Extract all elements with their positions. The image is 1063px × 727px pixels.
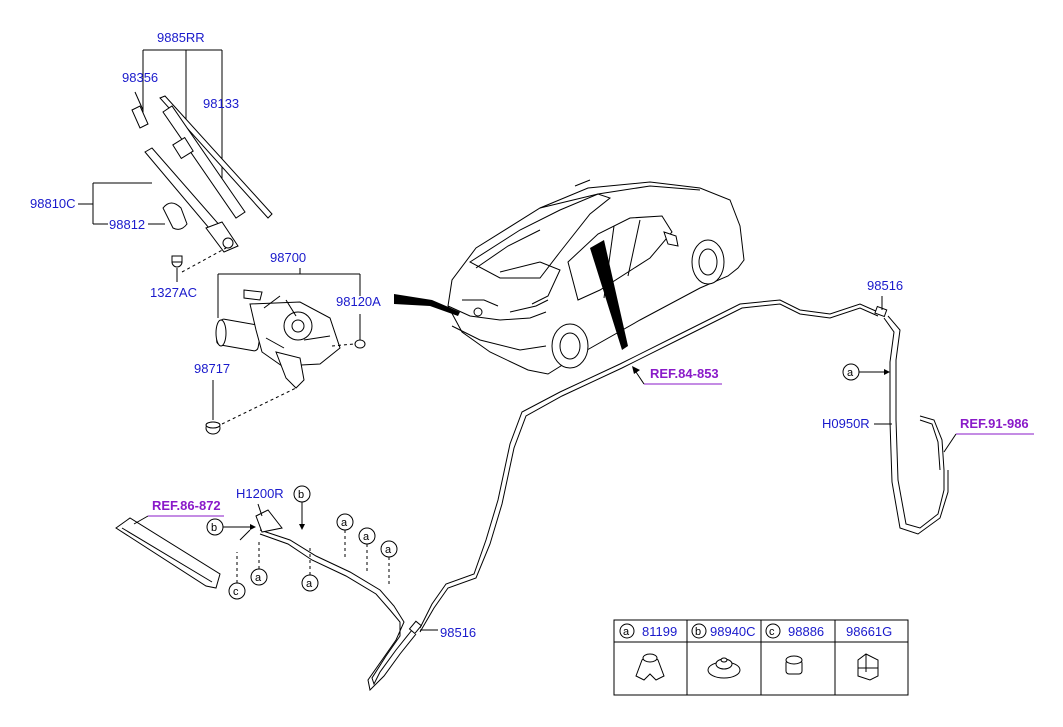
wiper-arm-cap[interactable]	[162, 202, 188, 230]
label-98812[interactable]: 98812	[109, 217, 145, 232]
label-98133[interactable]: 98133	[203, 96, 239, 111]
svg-text:a: a	[385, 544, 392, 556]
grommet[interactable]	[354, 339, 366, 349]
legend-symbol-b: b	[695, 626, 701, 638]
pointer-arrow-motor	[394, 294, 460, 316]
svg-text:b: b	[211, 522, 217, 534]
wiper-blade-refill[interactable]	[159, 95, 273, 219]
clip-81199-icon	[635, 653, 665, 681]
label-98810C[interactable]: 98810C	[30, 196, 76, 211]
svg-text:a: a	[363, 531, 370, 543]
label-9885RR[interactable]: 9885RR	[157, 30, 205, 45]
wiper-arm-group: 9885RR 98356 98133 98810C 98812 1327A	[30, 30, 273, 300]
blade-clip[interactable]	[131, 105, 149, 129]
legend-symbol-a: a	[623, 626, 630, 638]
svg-text:a: a	[847, 367, 854, 379]
ref-91-986[interactable]: REF.91-986	[960, 416, 1029, 431]
grommet-98940C-icon	[707, 657, 741, 679]
wiper-blade[interactable]	[162, 105, 246, 219]
wiper-motor-group: 98700 98120A 98717	[194, 250, 381, 435]
legend-part-98661G[interactable]: 98661G	[846, 624, 892, 639]
bushing-98886-icon	[785, 655, 803, 675]
svg-text:a: a	[306, 578, 313, 590]
label-98717[interactable]: 98717	[194, 361, 230, 376]
label-98356[interactable]: 98356	[122, 70, 158, 85]
label-H0950R[interactable]: H0950R	[822, 416, 870, 431]
label-98516-bottom[interactable]: 98516	[440, 625, 476, 640]
clip-98661G-icon	[857, 653, 879, 681]
label-98700[interactable]: 98700	[270, 250, 306, 265]
legend-symbol-c: c	[769, 626, 775, 638]
label-98516-top[interactable]: 98516	[867, 278, 903, 293]
label-98120A[interactable]: 98120A	[336, 294, 381, 309]
parts-legend-table: a 81199 b 98940C c 98886 98661G	[613, 619, 909, 696]
svg-text:c: c	[233, 586, 239, 598]
legend-part-98940C[interactable]: 98940C	[710, 624, 756, 639]
legend-part-81199[interactable]: 81199	[642, 624, 677, 639]
ref-84-853[interactable]: REF.84-853	[650, 366, 719, 381]
wiper-motor[interactable]	[215, 289, 341, 389]
svg-text:a: a	[341, 517, 348, 529]
vehicle-illustration	[447, 179, 745, 375]
legend-part-98886[interactable]: 98886	[788, 624, 824, 639]
svg-text:b: b	[298, 489, 304, 501]
label-H1200R[interactable]: H1200R	[236, 486, 284, 501]
svg-text:a: a	[255, 572, 262, 584]
connector-bottom[interactable]	[408, 620, 422, 635]
washer-hose[interactable]	[259, 299, 949, 692]
ref-86-872[interactable]: REF.86-872	[152, 498, 221, 513]
label-1327AC[interactable]: 1327AC	[150, 285, 197, 300]
pointer-arrow-hose	[590, 240, 628, 350]
spoiler-nozzle[interactable]	[115, 509, 283, 589]
